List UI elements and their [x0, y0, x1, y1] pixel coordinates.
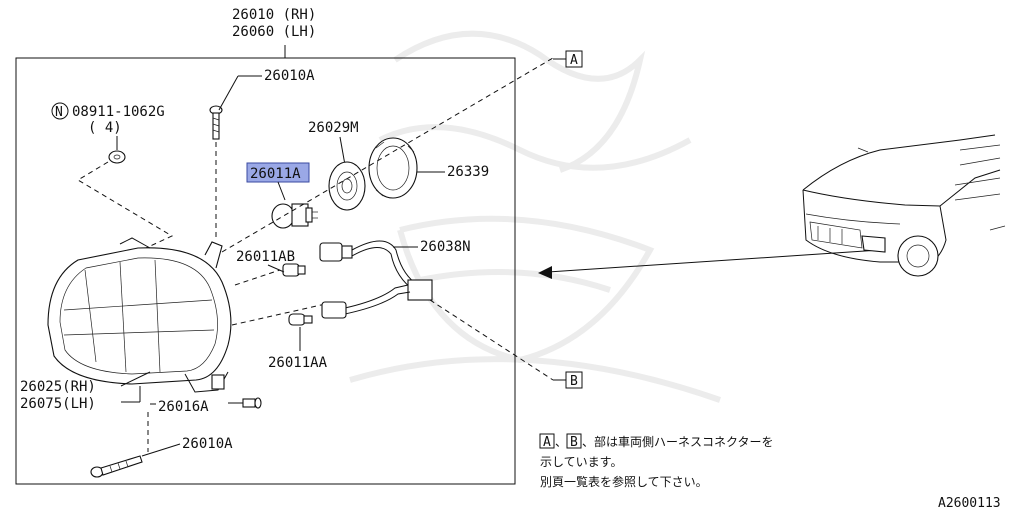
adjuster-part — [242, 397, 262, 409]
note-marker-b: B — [570, 435, 578, 450]
callout-adjuster: 26016A — [158, 399, 209, 415]
callout-screw-top: 26010A — [264, 68, 315, 84]
callout-harness: 26038N — [420, 239, 471, 255]
svg-text:A: A — [570, 53, 578, 68]
callout-cap: 26339 — [447, 164, 489, 180]
assembly-frame — [15, 57, 516, 485]
note-line3: 別頁一覧表を参照して下さい。 — [540, 474, 708, 489]
nut-symbol: N — [51, 102, 69, 120]
nut-part — [108, 150, 126, 164]
callout-nut-qty: ( 4) — [88, 120, 122, 136]
marker-b: B — [565, 371, 583, 389]
note-line2: 示しています。 — [540, 455, 622, 469]
screw-bottom-part — [90, 455, 143, 478]
callout-lens-lh: 26075(LH) — [20, 396, 96, 412]
callout-bulb-ab: 26011AB — [236, 249, 295, 265]
axis-to-marker-b — [429, 299, 554, 381]
headlamp-housing-part — [47, 237, 232, 393]
callout-bulb-main: 26011A — [250, 166, 301, 182]
callout-bulb-aa: 26011AA — [268, 355, 328, 371]
watermark-emblem — [349, 30, 721, 403]
bulb-aa-part — [288, 313, 313, 326]
harness-part — [319, 240, 433, 319]
callout-lens-rh: 26025(RH) — [20, 379, 96, 395]
svg-text:N: N — [55, 105, 63, 120]
bulb-main-part — [271, 203, 318, 229]
bulb-ab-part — [282, 263, 306, 277]
note-marker-a: A — [543, 435, 551, 450]
callout-assembly-lh: 26060 (LH) — [232, 24, 316, 40]
note-separator: 、 — [555, 435, 567, 449]
arrow-head — [538, 266, 552, 279]
svg-text:B: B — [570, 374, 578, 389]
vehicle-front-illustration — [802, 134, 1006, 277]
cap-part — [368, 137, 418, 199]
callout-screw-bottom: 26010A — [182, 436, 233, 452]
marker-a: A — [565, 50, 583, 68]
callout-socket: 26029M — [308, 120, 359, 136]
axis-to-marker-a — [221, 57, 554, 253]
callout-assembly-rh: 26010 (RH) — [232, 7, 316, 23]
note-line1: 、部は車両側ハーネスコネクターを — [582, 434, 774, 449]
location-arrow — [547, 249, 881, 273]
screw-top-part — [209, 105, 223, 140]
diagram-code: A2600113 — [938, 496, 1001, 511]
note-block: A 、 B 、部は車両側ハーネスコネクターを 示しています。 別頁一覧表を参照し… — [539, 433, 774, 489]
callout-nut-code: 08911-1062G — [72, 104, 165, 120]
